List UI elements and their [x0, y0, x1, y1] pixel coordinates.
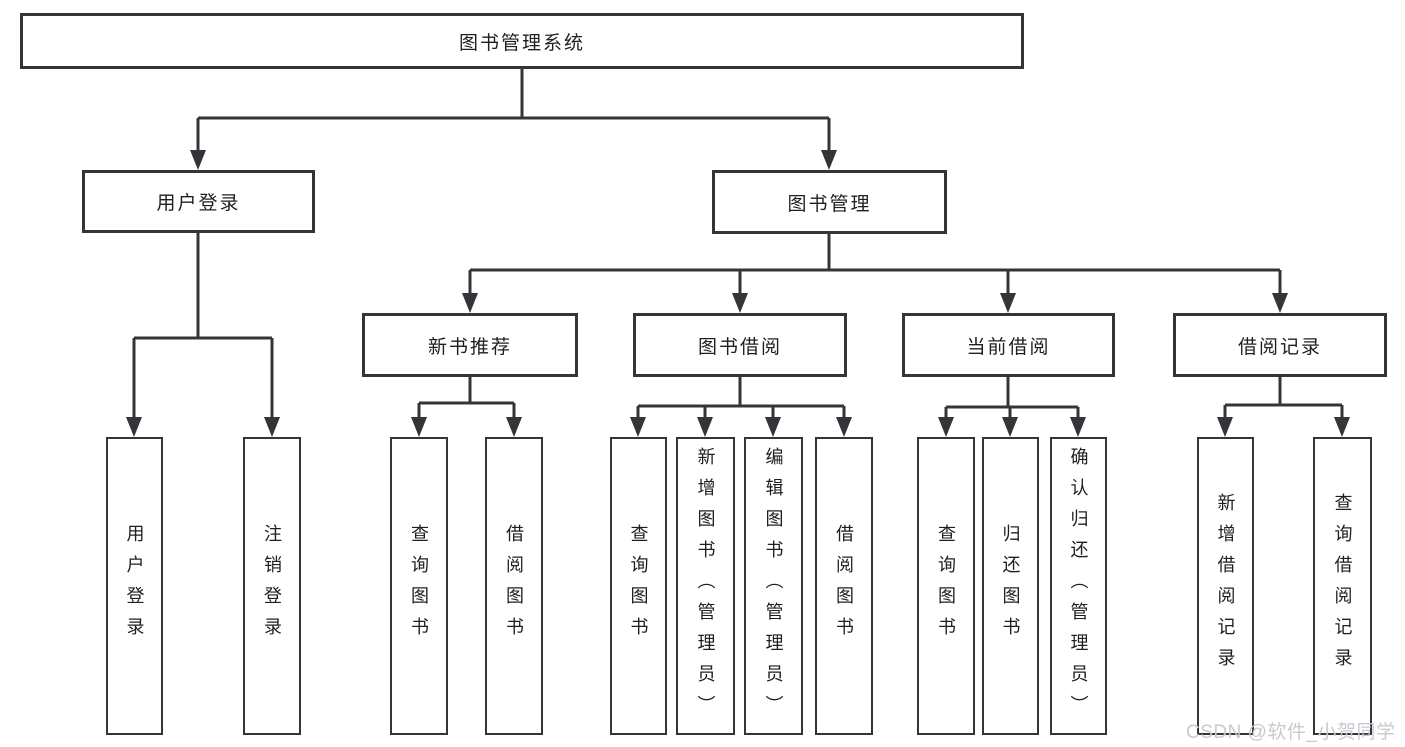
leaf-return-books: 归还图书 [982, 437, 1039, 735]
leaf-add-borrow-record: 新增借阅记录 [1197, 437, 1254, 735]
leaf-newbook-query-books: 查询图书 [390, 437, 448, 735]
connector-book-borrow-branch [636, 377, 846, 421]
arrowheads-level2 [190, 150, 837, 170]
leaf-borrow-query-books: 查询图书 [610, 437, 667, 735]
leaf-query-borrow-record: 查询借阅记录 [1313, 437, 1372, 735]
node-borrow-record: 借阅记录 [1173, 313, 1387, 377]
leaf-current-query-books: 查询图书 [917, 437, 975, 735]
arrowheads-user-login-leaves [126, 417, 280, 437]
node-user-login: 用户登录 [82, 170, 315, 233]
arrowheads-borrow-record-leaves [1217, 417, 1350, 437]
node-root-system: 图书管理系统 [20, 13, 1024, 69]
csdn-watermark: CSDN @软件_小贺同学 [1186, 722, 1396, 743]
node-current-borrow: 当前借阅 [902, 313, 1115, 377]
leaf-borrow-books: 借阅图书 [815, 437, 873, 735]
connector-borrow-record-branch [1223, 377, 1344, 421]
leaf-edit-books-admin: 编辑图书（管理员） [744, 437, 803, 735]
connector-root-to-level2 [196, 69, 831, 152]
node-book-borrow: 图书借阅 [633, 313, 847, 377]
arrowheads-book-borrow-leaves [630, 417, 852, 437]
leaf-confirm-return-admin: 确认归还（管理员） [1050, 437, 1107, 735]
node-book-management: 图书管理 [712, 170, 947, 234]
arrowheads-level3 [462, 293, 1288, 313]
node-new-book-recommend: 新书推荐 [362, 313, 578, 377]
connector-current-borrow-branch [944, 377, 1080, 421]
leaf-user-login: 用户登录 [106, 437, 163, 735]
connector-new-book-branch [417, 377, 516, 421]
connector-user-login-branch [132, 233, 274, 421]
arrowheads-current-borrow-leaves [938, 417, 1086, 437]
leaf-logout: 注销登录 [243, 437, 301, 735]
leaf-newbook-borrow-books: 借阅图书 [485, 437, 543, 735]
arrowheads-new-book-leaves [411, 417, 522, 437]
connector-book-mgmt-to-level3 [468, 234, 1282, 297]
leaf-add-books-admin: 新增图书（管理员） [676, 437, 735, 735]
